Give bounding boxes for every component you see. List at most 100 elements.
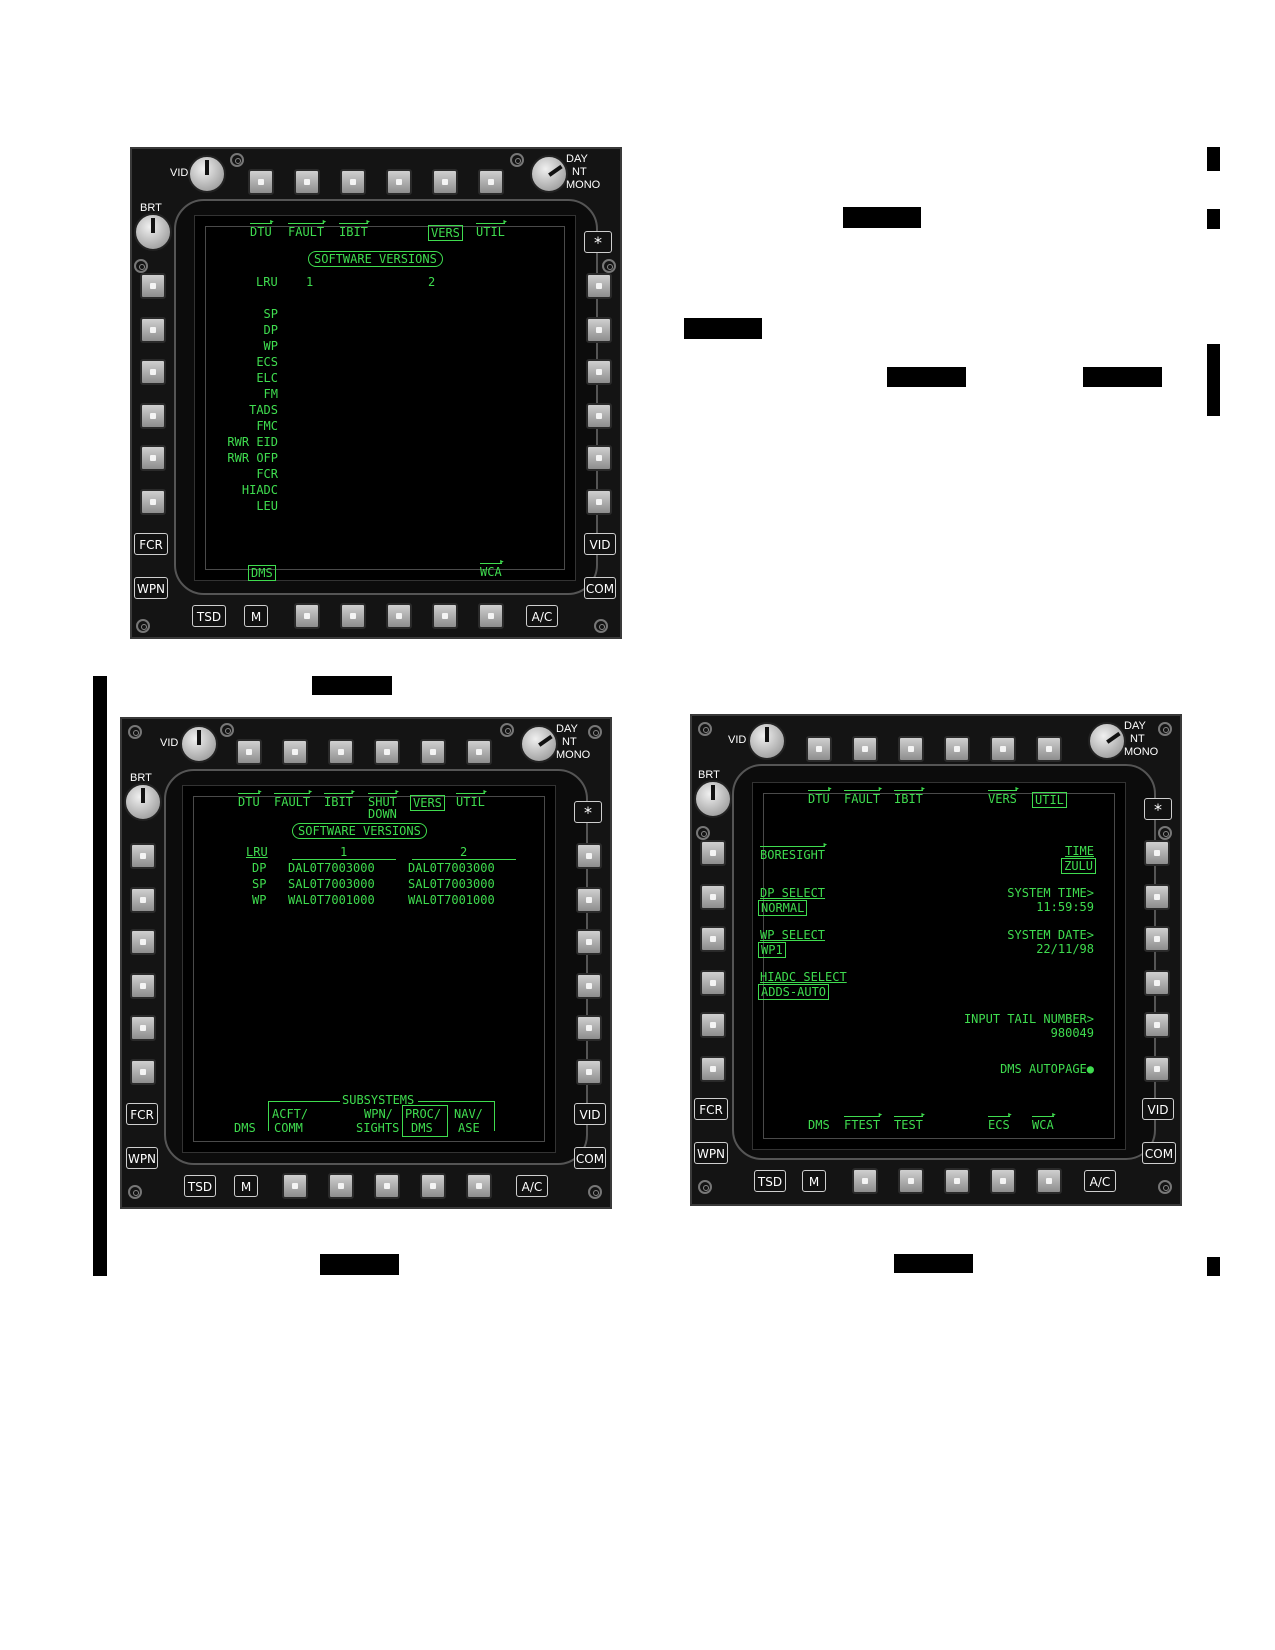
ecs-option[interactable]: ECS <box>988 1108 1012 1132</box>
bezel-button-b4[interactable] <box>990 1168 1016 1194</box>
bezel-button-r5[interactable] <box>576 1015 602 1041</box>
fcr-button[interactable]: FCR <box>134 533 168 555</box>
bezel-button-l5[interactable] <box>130 1015 156 1041</box>
tsd-button[interactable]: TSD <box>192 605 226 627</box>
wpn-button[interactable]: WPN <box>694 1142 728 1164</box>
bezel-button-r1[interactable] <box>576 843 602 869</box>
bezel-button-r4[interactable] <box>576 973 602 999</box>
bezel-button-l3[interactable] <box>130 929 156 955</box>
hiadc-select-value[interactable]: ADDS-AUTO <box>758 984 830 1000</box>
bezel-button-b1[interactable] <box>294 603 320 629</box>
bezel-button-l4[interactable] <box>130 973 156 999</box>
dms-autopage-toggle[interactable]: DMS AUTOPAGE● <box>1000 1062 1094 1076</box>
bezel-button-t3[interactable] <box>340 169 366 195</box>
bezel-button-t2[interactable] <box>294 169 320 195</box>
vid-button[interactable]: VID <box>1142 1098 1174 1120</box>
tsd-button[interactable]: TSD <box>184 1175 216 1197</box>
bezel-button-t5[interactable] <box>432 169 458 195</box>
vid-button[interactable]: VID <box>574 1103 606 1125</box>
tab-vers[interactable]: VERS <box>988 782 1020 806</box>
bezel-button-r6[interactable] <box>1144 1056 1170 1082</box>
bezel-button-l4[interactable] <box>140 403 166 429</box>
bezel-button-r3[interactable] <box>586 359 612 385</box>
bezel-button-t3[interactable] <box>898 736 924 762</box>
test-option[interactable]: TEST <box>894 1108 926 1132</box>
ac-button[interactable]: A/C <box>526 605 558 627</box>
bezel-button-r1[interactable] <box>1144 840 1170 866</box>
bezel-button-r3[interactable] <box>1144 926 1170 952</box>
bezel-button-b1[interactable] <box>852 1168 878 1194</box>
wca-option[interactable]: WCA <box>1032 1108 1056 1132</box>
wp-select-label[interactable]: WP SELECT <box>760 928 826 942</box>
tab-ibit[interactable]: IBIT <box>324 785 356 809</box>
bezel-button-l6[interactable] <box>140 489 166 515</box>
wp-select-value[interactable]: WP1 <box>758 942 786 958</box>
tab-ibit[interactable]: IBIT <box>894 782 926 806</box>
bezel-button-b3[interactable] <box>944 1168 970 1194</box>
wpn-sights-label[interactable]: WPN/ <box>364 1107 393 1121</box>
bezel-button-l5[interactable] <box>700 1012 726 1038</box>
bezel-button-t1[interactable] <box>806 736 832 762</box>
com-button[interactable]: COM <box>584 577 616 599</box>
bezel-button-b5[interactable] <box>1036 1168 1062 1194</box>
bezel-button-t2[interactable] <box>282 739 308 765</box>
bezel-button-t6[interactable] <box>466 739 492 765</box>
menu-button[interactable]: M <box>244 605 268 627</box>
bezel-button-t5[interactable] <box>420 739 446 765</box>
system-time-label[interactable]: SYSTEM TIME> <box>1007 886 1094 900</box>
tab-ibit[interactable]: IBIT <box>339 215 371 239</box>
bezel-button-l2[interactable] <box>140 317 166 343</box>
bezel-button-r5[interactable] <box>1144 1012 1170 1038</box>
com-button[interactable]: COM <box>1142 1142 1176 1164</box>
vid-knob[interactable] <box>180 725 218 763</box>
bezel-button-r2[interactable] <box>586 317 612 343</box>
bezel-button-t6[interactable] <box>478 169 504 195</box>
ac-button[interactable]: A/C <box>1084 1170 1116 1192</box>
star-button[interactable]: * <box>584 231 612 253</box>
tab-util[interactable]: UTIL <box>1032 792 1067 808</box>
bezel-button-t1[interactable] <box>248 169 274 195</box>
bezel-button-l1[interactable] <box>130 843 156 869</box>
tab-fault[interactable]: FAULT <box>844 782 883 806</box>
time-label[interactable]: TIME <box>1065 844 1094 858</box>
tail-number-label[interactable]: INPUT TAIL NUMBER> <box>963 1012 1094 1026</box>
tab-dtu[interactable]: DTU <box>238 785 262 809</box>
brt-knob[interactable] <box>694 780 732 818</box>
fcr-button[interactable]: FCR <box>126 1103 158 1125</box>
bezel-button-l6[interactable] <box>130 1059 156 1085</box>
star-button[interactable]: * <box>574 801 602 823</box>
fcr-button[interactable]: FCR <box>694 1098 728 1120</box>
bezel-button-t2[interactable] <box>852 736 878 762</box>
acft-comm-label[interactable]: ACFT/ <box>272 1107 309 1121</box>
bezel-button-r6[interactable] <box>576 1059 602 1085</box>
bezel-button-r1[interactable] <box>586 273 612 299</box>
bezel-button-b2[interactable] <box>340 603 366 629</box>
boresight-option[interactable]: BORESIGHT <box>760 838 828 862</box>
bezel-button-b2[interactable] <box>898 1168 924 1194</box>
bezel-button-b2[interactable] <box>328 1173 354 1199</box>
vid-knob[interactable] <box>748 722 786 760</box>
day-nt-mono-knob[interactable] <box>1088 722 1126 760</box>
dp-select-value[interactable]: NORMAL <box>758 900 808 916</box>
tab-util[interactable]: UTIL <box>456 785 488 809</box>
bezel-button-l2[interactable] <box>130 887 156 913</box>
com-button[interactable]: COM <box>574 1147 606 1169</box>
bezel-button-r4[interactable] <box>1144 970 1170 996</box>
dms-option[interactable]: DMS <box>248 565 276 581</box>
wpn-button[interactable]: WPN <box>126 1147 158 1169</box>
tab-shut-down[interactable]: SHUT <box>368 785 400 809</box>
star-button[interactable]: * <box>1144 798 1172 820</box>
bezel-button-l2[interactable] <box>700 884 726 910</box>
tab-fault[interactable]: FAULT <box>288 215 327 239</box>
dms-label[interactable]: DMS <box>234 1121 256 1135</box>
bezel-button-b5[interactable] <box>466 1173 492 1199</box>
bezel-button-t4[interactable] <box>374 739 400 765</box>
bezel-button-r3[interactable] <box>576 929 602 955</box>
bezel-button-b3[interactable] <box>386 603 412 629</box>
tab-vers[interactable]: VERS <box>410 795 445 811</box>
ftest-option[interactable]: FTEST <box>844 1108 883 1132</box>
vid-knob[interactable] <box>188 155 226 193</box>
bezel-button-b3[interactable] <box>374 1173 400 1199</box>
bezel-button-t4[interactable] <box>386 169 412 195</box>
wca-option[interactable]: WCA <box>480 555 504 579</box>
